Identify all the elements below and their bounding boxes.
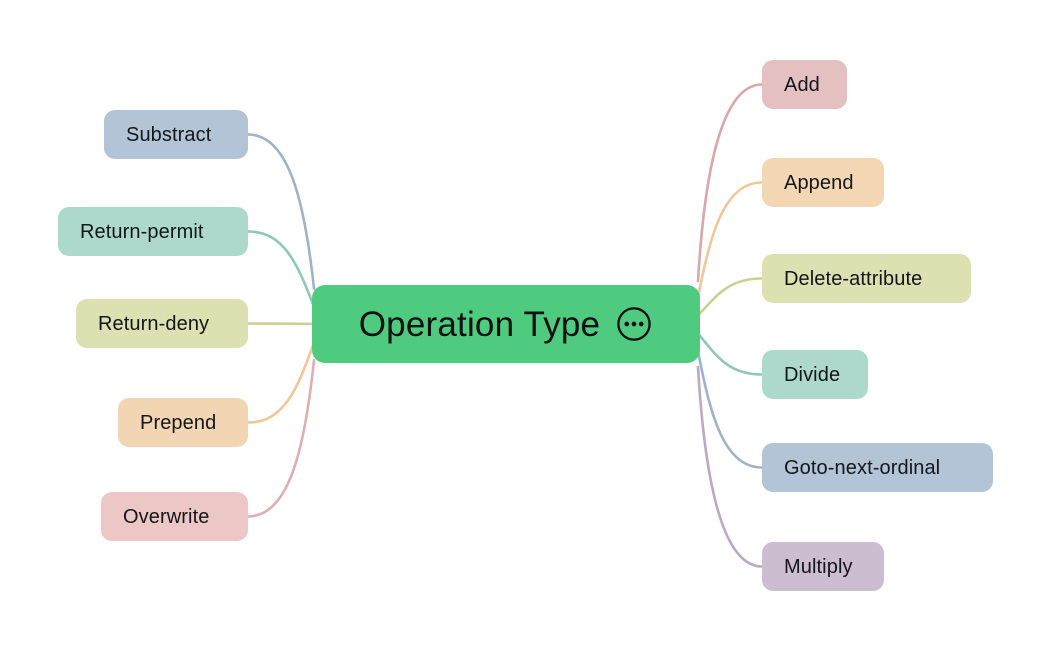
branch-node-divide[interactable]: Divide — [762, 350, 868, 399]
root-node-operation-type[interactable]: Operation Type — [312, 285, 700, 363]
branch-node-label: Return-permit — [80, 220, 204, 243]
branch-node-overwrite[interactable]: Overwrite — [101, 492, 248, 541]
connector-goto-next-ordinal — [696, 349, 764, 469]
branch-node-label: Goto-next-ordinal — [784, 456, 941, 479]
branch-node-prepend[interactable]: Prepend — [118, 398, 248, 447]
more-horizontal-circle-icon[interactable] — [615, 305, 653, 343]
connector-divide — [696, 332, 764, 376]
branch-node-label: Substract — [126, 123, 212, 146]
root-node-label: Operation Type — [358, 304, 601, 344]
branch-node-label: Delete-attribute — [784, 267, 923, 290]
connector-return-permit — [246, 230, 316, 309]
branch-node-label: Prepend — [140, 411, 217, 434]
branch-node-label: Multiply — [784, 555, 853, 578]
connector-add — [696, 83, 764, 283]
branch-node-multiply[interactable]: Multiply — [762, 542, 884, 591]
branch-node-substract[interactable]: Substract — [104, 110, 248, 159]
branch-node-goto-next-ordinal[interactable]: Goto-next-ordinal — [762, 443, 993, 492]
branch-node-append[interactable]: Append — [762, 158, 884, 207]
connector-append — [696, 181, 764, 299]
branch-node-label: Divide — [784, 363, 841, 386]
branch-node-label: Append — [784, 171, 854, 194]
branch-node-return-permit[interactable]: Return-permit — [58, 207, 248, 256]
branch-node-label: Overwrite — [123, 505, 210, 528]
branch-node-label: Return-deny — [98, 312, 210, 335]
branch-node-add[interactable]: Add — [762, 60, 847, 109]
connector-substract — [246, 133, 316, 290]
branch-node-return-deny[interactable]: Return-deny — [76, 299, 248, 348]
branch-node-delete-attribute[interactable]: Delete-attribute — [762, 254, 971, 303]
connector-overwrite — [246, 358, 316, 518]
connector-prepend — [246, 341, 316, 424]
branch-node-label: Add — [784, 73, 820, 96]
connector-delete-attribute — [696, 277, 764, 317]
connector-multiply — [696, 365, 764, 568]
